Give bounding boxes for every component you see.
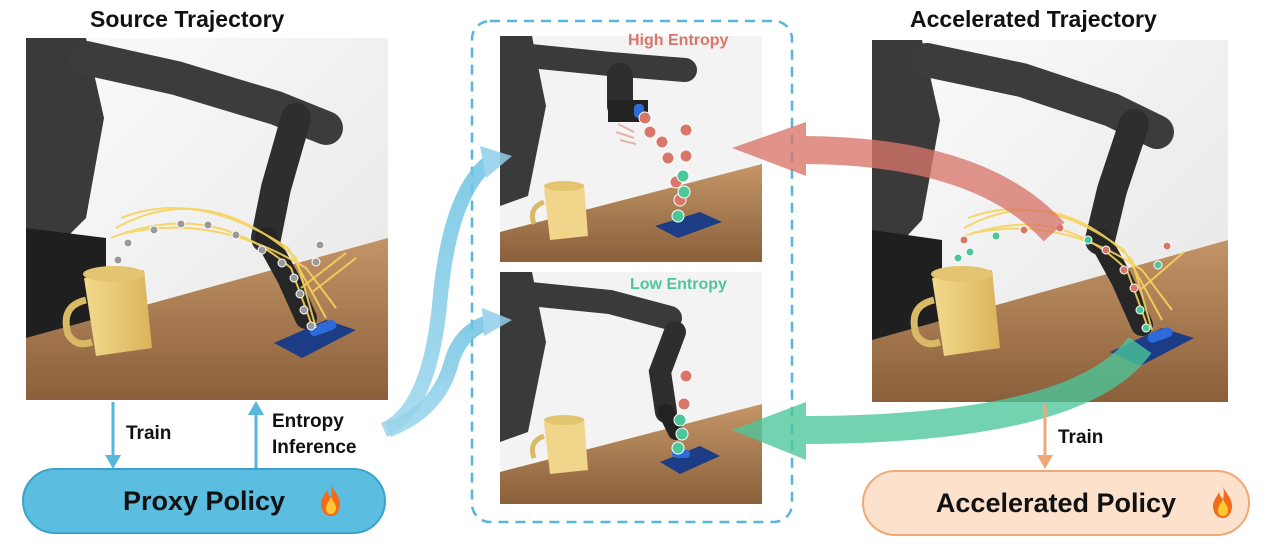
proxy-policy-label: Proxy Policy [122, 485, 286, 516]
source-trajectory-photo [26, 38, 388, 400]
accelerated-trajectory-photo [872, 40, 1228, 402]
accelerated-policy-label: Accelerated Policy [935, 487, 1177, 518]
entropy-label-line2: Inference [272, 437, 357, 458]
high-entropy-photo [500, 36, 762, 262]
train-label-left: Train [126, 423, 172, 444]
to-high-entropy-arrow [380, 146, 512, 437]
fire-icon [1213, 486, 1232, 518]
high-entropy-label: High Entropy [628, 32, 729, 49]
fire-icon [321, 484, 340, 516]
train-down-arrow [105, 402, 121, 469]
train-label-right: Train [1058, 427, 1104, 448]
to-low-entropy-arrow [385, 308, 512, 437]
entropy-label-line1: Entropy [272, 411, 344, 432]
source-trajectory-title: Source Trajectory [90, 6, 285, 32]
low-entropy-photo [500, 272, 762, 504]
accelerated-train-down-arrow [1037, 404, 1053, 469]
accelerated-trajectory-title: Accelerated Trajectory [910, 6, 1157, 32]
low-entropy-label: Low Entropy [630, 276, 727, 293]
entropy-inference-up-arrow [248, 401, 264, 468]
accelerated-policy-pill: Accelerated Policy [862, 470, 1250, 536]
